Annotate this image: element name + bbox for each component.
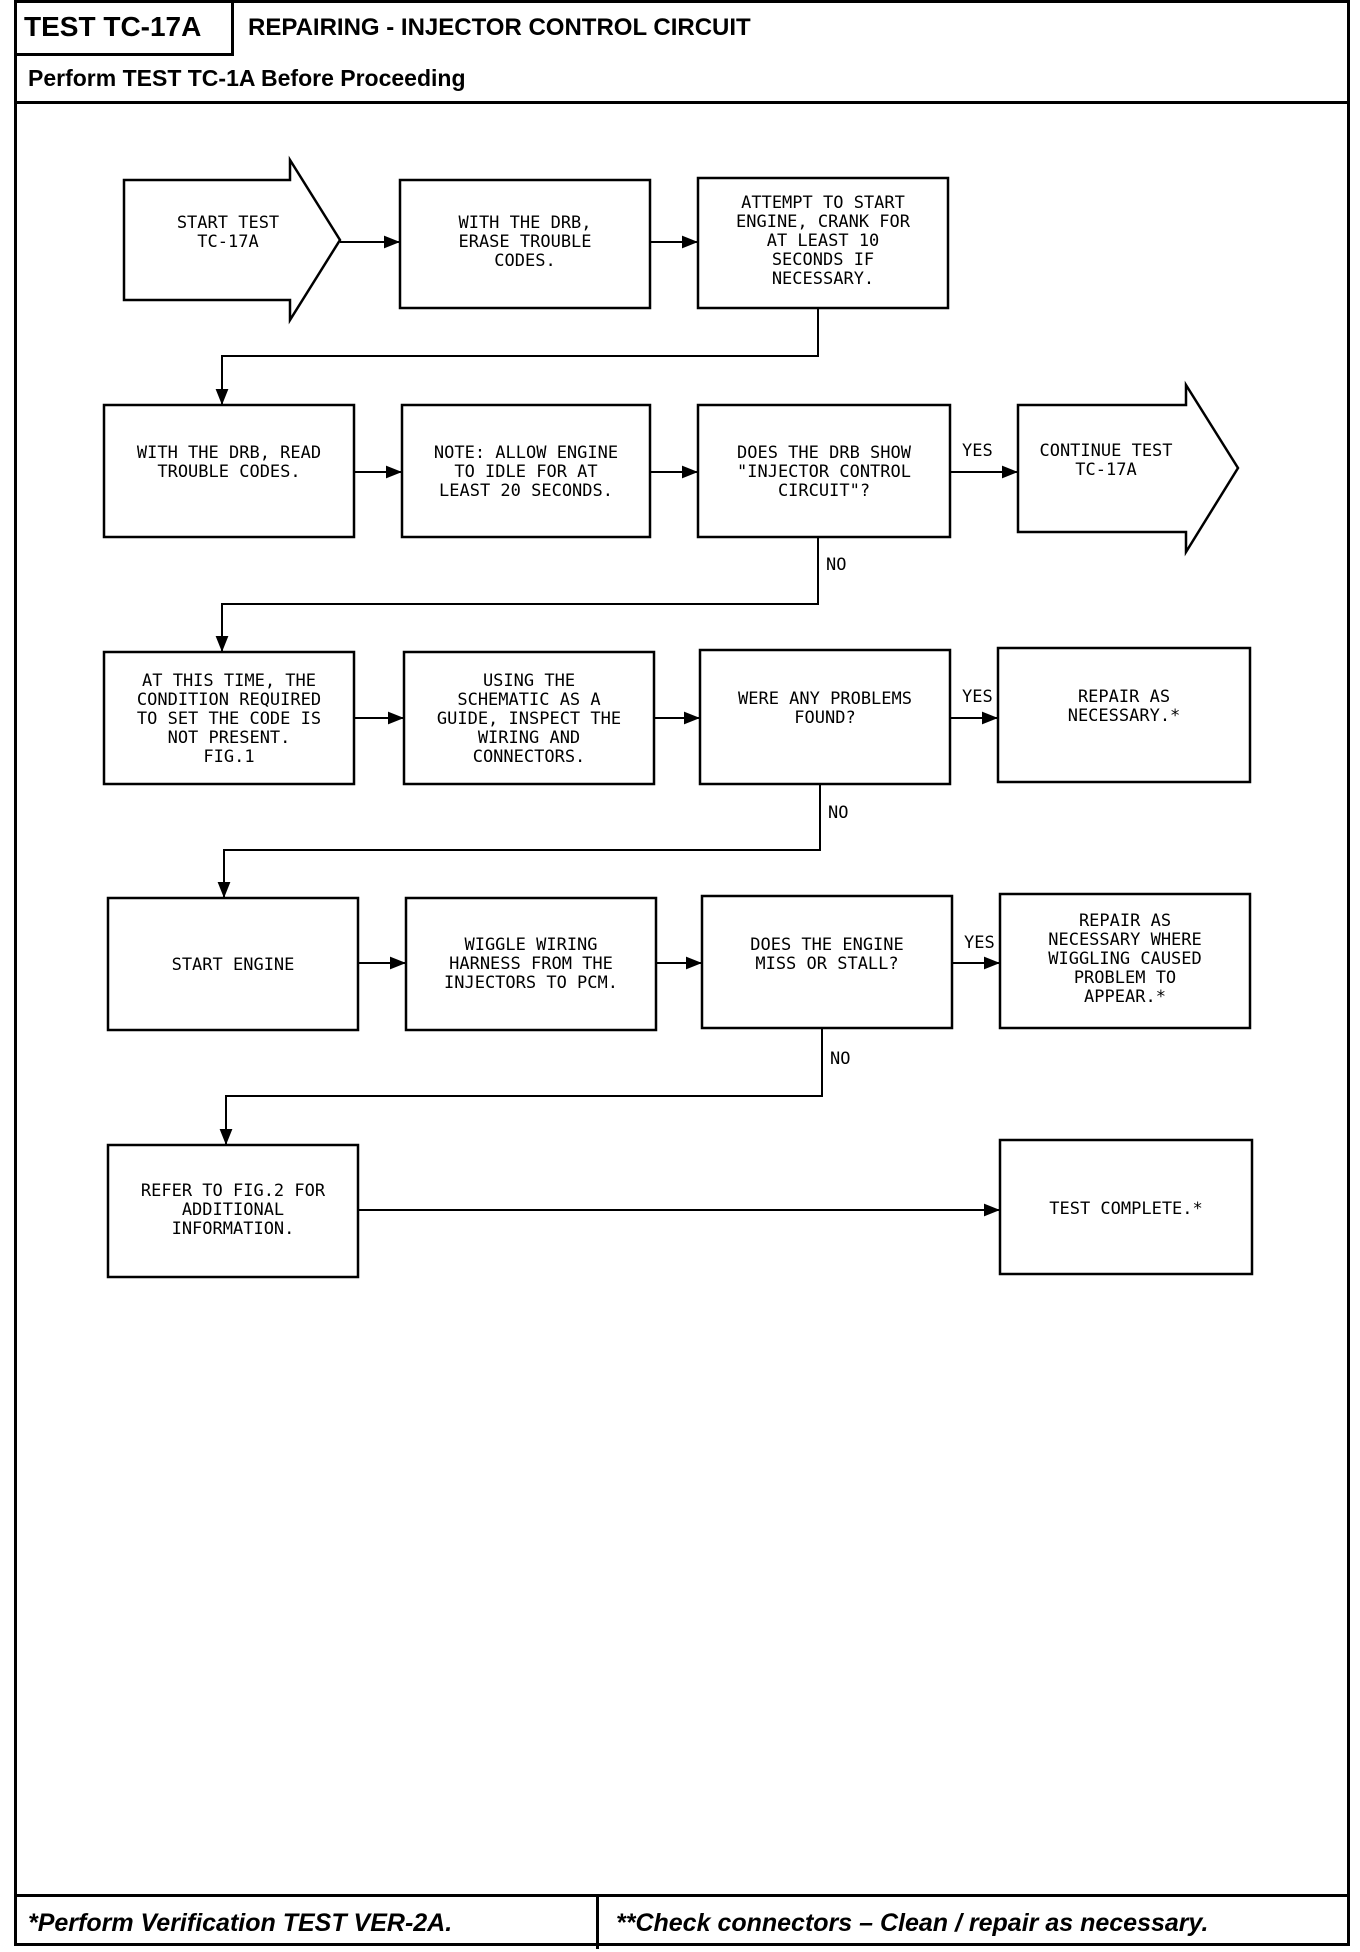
page-frame xyxy=(14,0,1350,1946)
wiggle-text-line: HARNESS FROM THE xyxy=(449,954,613,974)
note-text-line: LEAST 20 SECONDS. xyxy=(439,481,613,501)
read-text-line: TROUBLE CODES. xyxy=(157,462,300,482)
does-engine-text-line: DOES THE ENGINE xyxy=(750,935,904,955)
continue-text-line: CONTINUE TEST xyxy=(1039,441,1172,461)
yes-label-1: YES xyxy=(962,441,993,461)
using-text-line: GUIDE, INSPECT THE xyxy=(437,709,621,729)
repair1-text-line: REPAIR AS xyxy=(1078,687,1170,707)
using-text-line: CONNECTORS. xyxy=(473,747,586,767)
at-this-time-text-line: TO SET THE CODE IS xyxy=(137,709,321,729)
repair2-text-line: NECESSARY WHERE xyxy=(1048,930,1202,950)
does-engine-text-line: MISS OR STALL? xyxy=(755,954,898,974)
start-engine-text: START ENGINE xyxy=(172,955,295,975)
footer-divider xyxy=(596,1897,599,1949)
test-id: TEST TC-17A xyxy=(14,0,234,56)
no-label-1: NO xyxy=(826,555,846,575)
wiggle-text-line: INJECTORS TO PCM. xyxy=(444,973,618,993)
complete-text-line: TEST COMPLETE.* xyxy=(1049,1199,1203,1219)
using-text-line: WIRING AND xyxy=(478,728,580,748)
footer-connector-note: **Check connectors – Clean / repair as n… xyxy=(616,1909,1209,1937)
prerequisite-note: Perform TEST TC-1A Before Proceeding xyxy=(14,56,1350,104)
page-title: REPAIRING - INJECTOR CONTROL CIRCUIT xyxy=(248,14,751,41)
complete-text: TEST COMPLETE.* xyxy=(1049,1199,1203,1219)
refer-text-line: ADDITIONAL xyxy=(182,1200,284,1220)
yes-label-3: YES xyxy=(964,933,995,953)
repair1-box xyxy=(996,646,1252,784)
wiggle-text-line: WIGGLE WIRING xyxy=(464,935,597,955)
were-any-text-line: FOUND? xyxy=(794,708,855,728)
were-any-text-line: WERE ANY PROBLEMS xyxy=(738,689,912,709)
no-label-2: NO xyxy=(828,803,848,823)
at-this-time-text-line: NOT PRESENT. xyxy=(168,728,291,748)
attempt-text-line: SECONDS IF xyxy=(772,250,874,270)
yes-label-2: YES xyxy=(962,687,993,707)
continue-text-line: TC-17A xyxy=(1075,460,1136,480)
refer-text-line: INFORMATION. xyxy=(172,1219,295,1239)
repair2-text-line: WIGGLING CAUSED xyxy=(1048,949,1202,969)
attempt-text-line: ATTEMPT TO START xyxy=(741,193,905,213)
repair2-box xyxy=(998,892,1252,1030)
at-this-time-text-line: CONDITION REQUIRED xyxy=(137,690,321,710)
does-drb-text-line: DOES THE DRB SHOW xyxy=(737,443,912,463)
read-text-line: WITH THE DRB, READ xyxy=(137,443,321,463)
note-text-line: NOTE: ALLOW ENGINE xyxy=(434,443,618,463)
erase-text-line: ERASE TROUBLE xyxy=(458,232,591,252)
repair1-text-line: NECESSARY.* xyxy=(1068,706,1181,726)
attempt-text-line: ENGINE, CRANK FOR xyxy=(736,212,911,232)
attempt-text-line: NECESSARY. xyxy=(772,269,874,289)
using-text-line: SCHEMATIC AS A xyxy=(457,690,600,710)
using-text-line: USING THE xyxy=(483,671,575,691)
at-this-time-text-line: FIG.1 xyxy=(203,747,254,767)
note-text-line: TO IDLE FOR AT xyxy=(454,462,597,482)
footer-verification-note: *Perform Verification TEST VER-2A. xyxy=(28,1909,453,1937)
repair2-text-line: PROBLEM TO xyxy=(1074,968,1176,988)
erase-text-line: WITH THE DRB, xyxy=(458,213,591,233)
does-drb-text-line: "INJECTOR CONTROL xyxy=(737,462,911,482)
continue-arrow-shape xyxy=(1016,380,1240,557)
start-engine-text-line: START ENGINE xyxy=(172,955,295,975)
footer: *Perform Verification TEST VER-2A. **Che… xyxy=(14,1894,1350,1949)
no-label-3: NO xyxy=(830,1049,850,1069)
refer-text-line: REFER TO FIG.2 FOR xyxy=(141,1181,326,1201)
complete-box xyxy=(998,1138,1254,1276)
start-text-line: START TEST xyxy=(177,213,279,233)
start-text-line: TC-17A xyxy=(197,232,258,252)
start-arrow-shape xyxy=(122,155,342,325)
repair2-text-line: APPEAR.* xyxy=(1084,987,1166,1007)
erase-text-line: CODES. xyxy=(494,251,555,271)
attempt-text-line: AT LEAST 10 xyxy=(767,231,880,251)
at-this-time-text-line: AT THIS TIME, THE xyxy=(142,671,316,691)
does-drb-text-line: CIRCUIT"? xyxy=(778,481,870,501)
erase-box xyxy=(398,178,652,310)
repair2-text-line: REPAIR AS xyxy=(1079,911,1171,931)
